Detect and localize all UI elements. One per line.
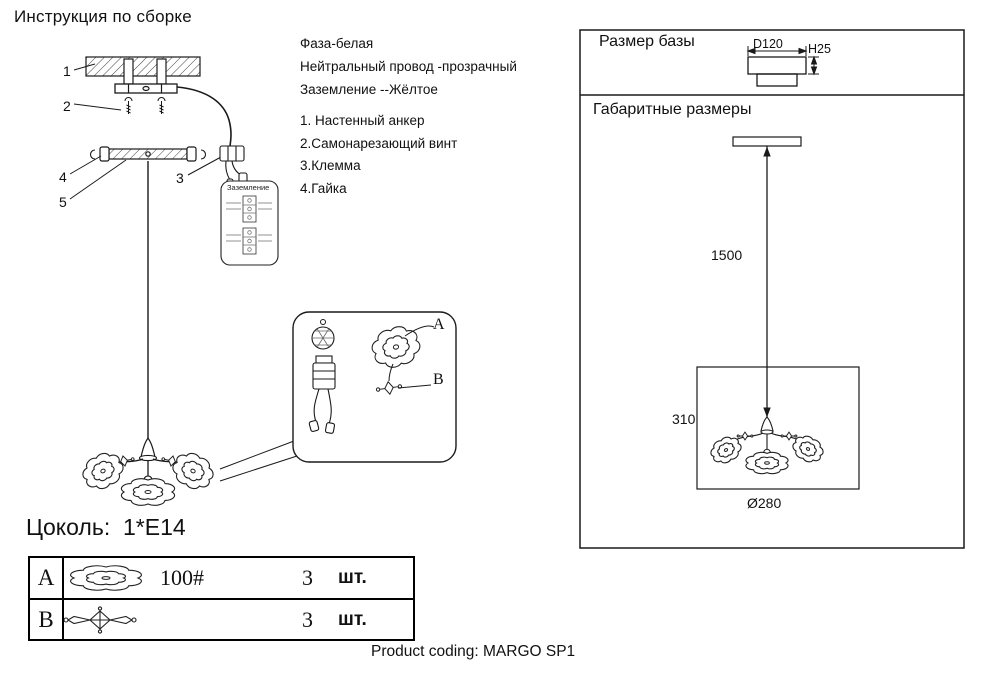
- row-unit: шт.: [338, 567, 367, 588]
- ground-detail-label: Заземление: [227, 183, 270, 192]
- pendant-lamp-drawing: [78, 161, 218, 505]
- callout-3: 3: [176, 170, 184, 186]
- flower-shade-icon: [746, 452, 788, 473]
- terminal-mini-diagram: [226, 227, 272, 255]
- overall-size-drawing: [696, 136, 860, 490]
- table-icons: [63, 566, 141, 634]
- marker-b: B: [433, 371, 444, 388]
- dim-base-height: H25: [808, 42, 831, 56]
- dim-base-diameter: D120: [753, 37, 783, 51]
- callout-5: 5: [59, 194, 67, 210]
- anchor-icon: [123, 58, 134, 85]
- row-letter: A: [30, 558, 64, 598]
- mounting-bracket: [114, 83, 178, 94]
- table-row-b: B 3 шт.: [30, 600, 413, 640]
- wire-neutral-label: Нейтральный провод -прозрачный: [300, 59, 517, 74]
- flower-shade-icon: [78, 448, 128, 495]
- parts-list-item: 1. Настенный анкер: [300, 113, 425, 128]
- socket-spec: Цоколь: 1*E14: [26, 514, 186, 540]
- row-qty: 3: [302, 607, 313, 632]
- base-size-drawing: [746, 46, 819, 87]
- anchor-icon: [156, 58, 167, 85]
- dim-fixture-height: 310: [672, 411, 696, 427]
- callout-leaders: [69, 63, 222, 200]
- row-qty: 3: [302, 565, 313, 590]
- socket-drawing: [308, 355, 336, 434]
- detail-callout: [219, 311, 457, 482]
- row-letter: B: [30, 600, 64, 640]
- terminal-mini-diagram: [226, 195, 272, 223]
- dimension-panel: [579, 29, 965, 549]
- flower-shade-icon: [707, 433, 744, 467]
- parts-table: A 100# 3 шт. B 3 шт.: [28, 556, 415, 641]
- ground-wiring-detail: [220, 180, 279, 266]
- fixture-bounding-box: [696, 366, 860, 490]
- canopy-plate: [89, 146, 207, 162]
- parts-list-item: 3.Клемма: [300, 158, 361, 173]
- flower-shade-icon: [168, 448, 218, 495]
- ceiling-mount-drawing: [69, 56, 248, 200]
- crystal-ball-icon: [311, 319, 335, 350]
- wire-phase-label: Фаза-белая: [300, 36, 374, 51]
- parts-list-item: 4.Гайка: [300, 181, 347, 196]
- parts-list-item: 2.Самонарезающий винт: [300, 136, 458, 151]
- overall-size-title: Габаритные размеры: [593, 101, 752, 118]
- table-row-a: A 100# 3 шт.: [30, 558, 413, 600]
- callout-4: 4: [59, 169, 67, 185]
- screw-icon: [157, 97, 166, 114]
- ornament-b-icon: [63, 606, 137, 634]
- row-model: 100#: [160, 565, 204, 590]
- leader-b: [397, 384, 432, 389]
- leader-a: [404, 325, 435, 337]
- product-coding: Product coding: MARGO SP1: [371, 643, 576, 660]
- marker-a: A: [433, 316, 445, 333]
- base-size-title: Размер базы: [599, 33, 695, 50]
- dim-fixture-diameter: Ø280: [747, 495, 782, 511]
- callout-1: 1: [63, 63, 71, 79]
- power-cable: [176, 86, 232, 147]
- page-title: Инструкция по сборке: [14, 7, 192, 26]
- dim-drop-height: 1500: [711, 247, 743, 263]
- row-unit: шт.: [338, 609, 367, 630]
- screw-icon: [124, 97, 133, 114]
- callout-2: 2: [63, 98, 71, 114]
- flower-shade-icon: [121, 479, 174, 506]
- wire-ground-label: Заземление --Жёлтое: [300, 82, 438, 97]
